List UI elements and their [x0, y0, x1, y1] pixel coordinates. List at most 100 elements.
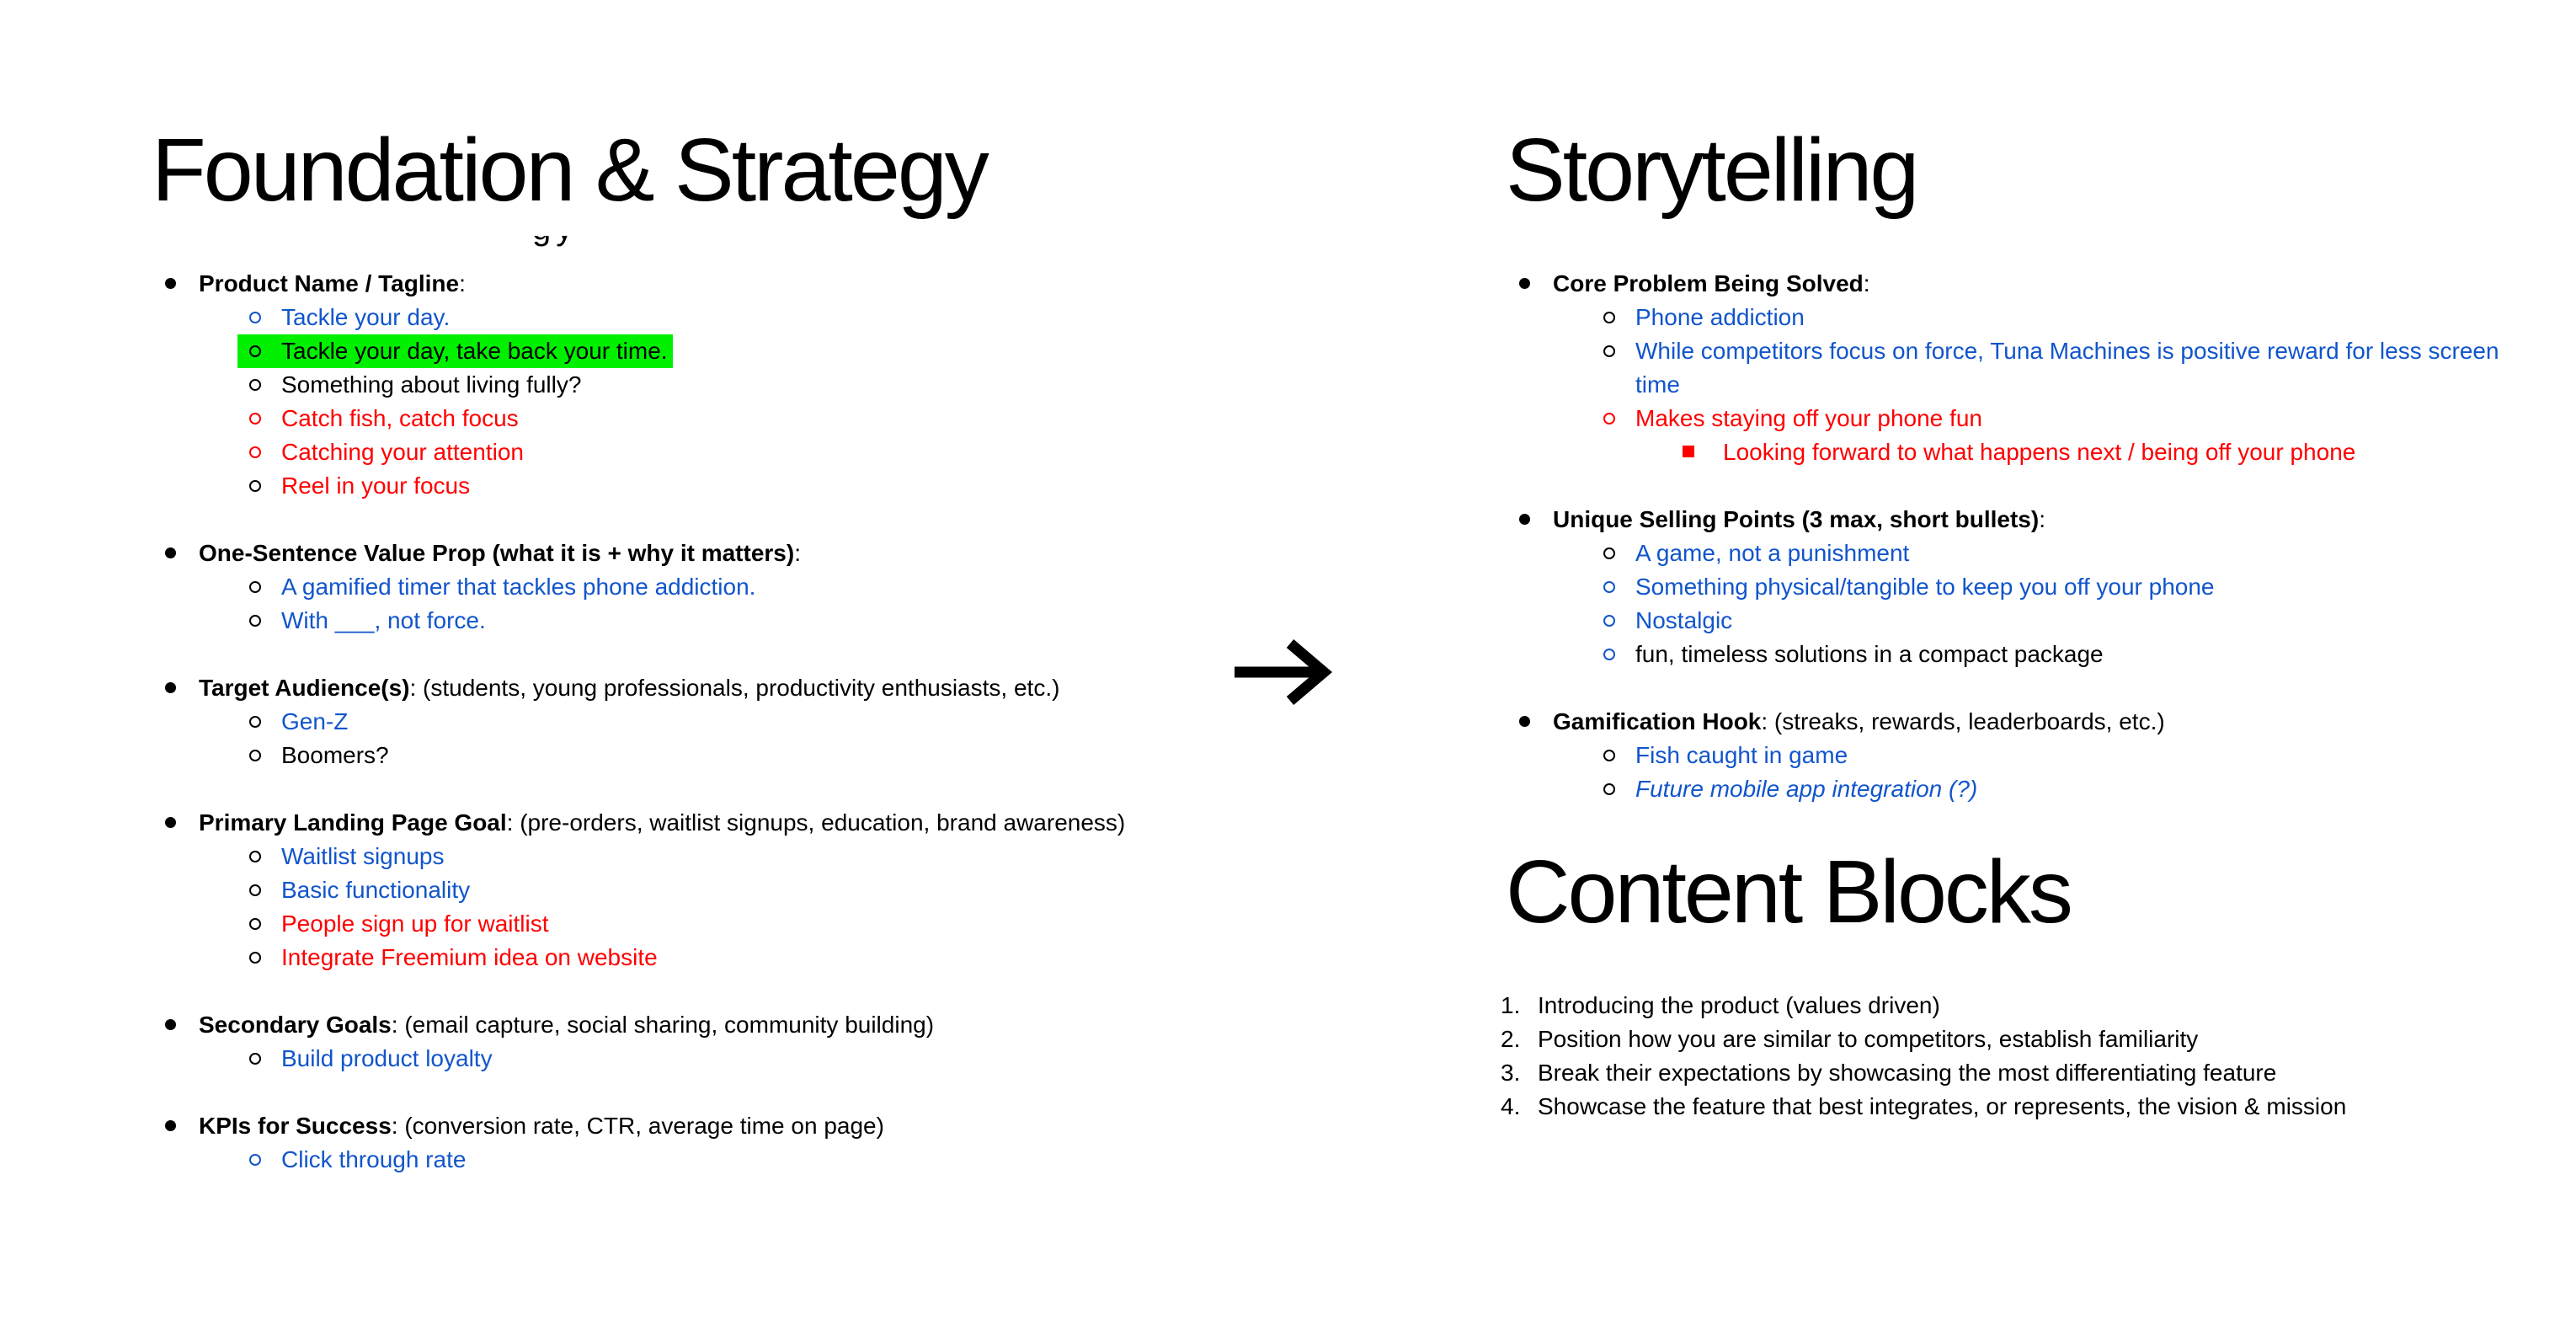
- bullet-circle-icon: [1603, 615, 1615, 627]
- bullet-text: A game, not a punishment: [1635, 540, 1910, 566]
- bullet-item[interactable]: Looking forward to what happens next / b…: [1683, 435, 2499, 469]
- bullet-item[interactable]: Integrate Freemium idea on website: [249, 941, 1128, 975]
- numbered-item-text: Showcase the feature that best integrate…: [1538, 1093, 2347, 1119]
- bullet-text: Tackle your day, take back your time.: [281, 338, 668, 364]
- bullet-circle-icon: [1603, 413, 1615, 425]
- bullet-text: Integrate Freemium idea on website: [281, 944, 658, 970]
- section-label[interactable]: Primary Landing Page Goal: (pre-orders, …: [152, 806, 1128, 840]
- bullet-text: A gamified timer that tackles phone addi…: [281, 574, 756, 600]
- section-label-text: KPIs for Success: (conversion rate, CTR,…: [199, 1113, 884, 1139]
- bullet-item[interactable]: Build product loyalty: [249, 1042, 1128, 1076]
- section-label[interactable]: KPIs for Success: (conversion rate, CTR,…: [152, 1109, 1128, 1143]
- section-label-text: One-Sentence Value Prop (what it is + wh…: [199, 540, 801, 566]
- right-sections: Core Problem Being Solved:Phone addictio…: [1506, 267, 2499, 806]
- bullet-item[interactable]: Tackle your day.: [249, 301, 1128, 334]
- section-label[interactable]: Secondary Goals: (email capture, social …: [152, 1008, 1128, 1042]
- section: Unique Selling Points (3 max, short bull…: [1506, 503, 2499, 671]
- bullet-item[interactable]: Nostalgic: [1603, 604, 2499, 638]
- bullet-item[interactable]: Tackle your day, take back your time.: [237, 334, 1128, 368]
- bullet-item[interactable]: People sign up for waitlist: [249, 907, 1128, 941]
- bullet-text: Gen-Z: [281, 708, 349, 734]
- section-label-text: Primary Landing Page Goal: (pre-orders, …: [199, 809, 1126, 836]
- item-number: 1.: [1501, 992, 1521, 1018]
- bullet-circle-icon: [249, 918, 261, 930]
- section-label[interactable]: Core Problem Being Solved:: [1506, 267, 2499, 301]
- section-label-text: Target Audience(s): (students, young pro…: [199, 675, 1060, 701]
- bullet-item[interactable]: Fish caught in game: [1603, 739, 2499, 772]
- bullet-text: fun, timeless solutions in a compact pac…: [1635, 641, 2104, 667]
- bullet-text: Waitlist signups: [281, 843, 445, 869]
- content-blocks-title[interactable]: Content Blocks: [1506, 842, 2073, 942]
- bullet-circle-icon: [249, 1053, 261, 1065]
- left-page-title[interactable]: Foundation & Strategy: [152, 120, 989, 220]
- section: KPIs for Success: (conversion rate, CTR,…: [152, 1109, 1128, 1177]
- bullet-text: Build product loyalty: [281, 1045, 493, 1071]
- bullet-text: While competitors focus on force, Tuna M…: [1635, 338, 2499, 398]
- bullet-dot-icon: [165, 278, 176, 289]
- bullet-dot-icon: [1519, 278, 1530, 289]
- bullet-circle-icon: [1603, 750, 1615, 761]
- bullet-item[interactable]: Catch fish, catch focus: [249, 402, 1128, 435]
- section: Target Audience(s): (students, young pro…: [152, 671, 1128, 772]
- section-label-text: Secondary Goals: (email capture, social …: [199, 1012, 935, 1038]
- numbered-item-text: Position how you are similar to competit…: [1538, 1026, 2199, 1052]
- bullet-text: Makes staying off your phone fun: [1635, 405, 1982, 431]
- bullet-circle-icon: [249, 952, 261, 964]
- bullet-item[interactable]: Boomers?: [249, 739, 1128, 772]
- numbered-item[interactable]: 4. Showcase the feature that best integra…: [1501, 1090, 2499, 1124]
- bullet-item[interactable]: Gen-Z: [249, 705, 1128, 739]
- bullet-circle-icon: [1603, 345, 1615, 357]
- storytelling-title[interactable]: Storytelling: [1506, 120, 1919, 220]
- bullet-circle-icon: [249, 851, 261, 862]
- bullet-circle-icon: [249, 413, 261, 425]
- bullet-item[interactable]: Click through rate: [249, 1143, 1128, 1177]
- bullet-dot-icon: [1519, 716, 1530, 727]
- bullet-item[interactable]: Catching your attention: [249, 435, 1128, 469]
- bullet-dot-icon: [165, 547, 176, 558]
- section-label[interactable]: Unique Selling Points (3 max, short bull…: [1506, 503, 2499, 537]
- bullet-text: Fish caught in game: [1635, 742, 1848, 768]
- bullet-item[interactable]: fun, timeless solutions in a compact pac…: [1603, 638, 2499, 671]
- bullet-item[interactable]: Something physical/tangible to keep you …: [1603, 570, 2499, 604]
- bullet-item[interactable]: Phone addiction: [1603, 301, 2499, 334]
- bullet-circle-icon: [249, 446, 261, 458]
- section-label[interactable]: Target Audience(s): (students, young pro…: [152, 671, 1128, 705]
- bullet-item[interactable]: Makes staying off your phone fun: [1603, 402, 2499, 435]
- item-number: 4.: [1501, 1093, 1521, 1119]
- bullet-text: Basic functionality: [281, 877, 471, 903]
- bullet-item[interactable]: Reel in your focus: [249, 469, 1128, 503]
- bullet-item[interactable]: While competitors focus on force, Tuna M…: [1603, 334, 2499, 402]
- bullet-circle-icon: [249, 345, 261, 357]
- section-label-text: Unique Selling Points (3 max, short bull…: [1553, 506, 2045, 532]
- right-arrow-icon[interactable]: [1231, 637, 1336, 708]
- bullet-item[interactable]: A gamified timer that tackles phone addi…: [249, 570, 1128, 604]
- bullet-item[interactable]: Basic functionality: [249, 873, 1128, 907]
- numbered-item[interactable]: 3.Break their expectations by showcasing…: [1501, 1056, 2499, 1090]
- bullet-dot-icon: [165, 817, 176, 828]
- bullet-circle-icon: [1603, 547, 1615, 559]
- bullet-circle-icon: [249, 312, 261, 323]
- left-column: Foundation & Strategy Product Name / Tag…: [152, 118, 1128, 1210]
- section: Product Name / Tagline:Tackle your day. T…: [152, 267, 1128, 503]
- bullet-text: Catching your attention: [281, 439, 524, 465]
- numbered-item[interactable]: 1.Introducing the product (values driven…: [1501, 989, 2499, 1023]
- numbered-item[interactable]: 2. Position how you are similar to compet…: [1501, 1023, 2499, 1056]
- bullet-text: Catch fish, catch focus: [281, 405, 519, 431]
- bullet-item[interactable]: Future mobile app integration (?): [1603, 772, 2499, 806]
- bullet-circle-icon: [249, 379, 261, 391]
- item-number: 2.: [1501, 1026, 1521, 1052]
- bullet-circle-icon: [249, 1154, 261, 1166]
- section-label[interactable]: Gamification Hook: (streaks, rewards, le…: [1506, 705, 2499, 739]
- bullet-item[interactable]: With ___, not force.: [249, 604, 1128, 638]
- bullet-item[interactable]: A game, not a punishment: [1603, 537, 2499, 570]
- section-label[interactable]: Product Name / Tagline:: [152, 267, 1128, 301]
- content-blocks-list: 1.Introducing the product (values driven…: [1501, 989, 2499, 1124]
- bullet-text: Boomers?: [281, 742, 389, 768]
- hidden-text-artifact: gy: [532, 236, 578, 257]
- bullet-text: Something physical/tangible to keep you …: [1635, 574, 2215, 600]
- bullet-item[interactable]: Waitlist signups: [249, 840, 1128, 873]
- bullet-item[interactable]: Something about living fully?: [249, 368, 1128, 402]
- bullet-dot-icon: [165, 1120, 176, 1131]
- section-label[interactable]: One-Sentence Value Prop (what it is + wh…: [152, 537, 1128, 570]
- bullet-text: Something about living fully?: [281, 371, 582, 398]
